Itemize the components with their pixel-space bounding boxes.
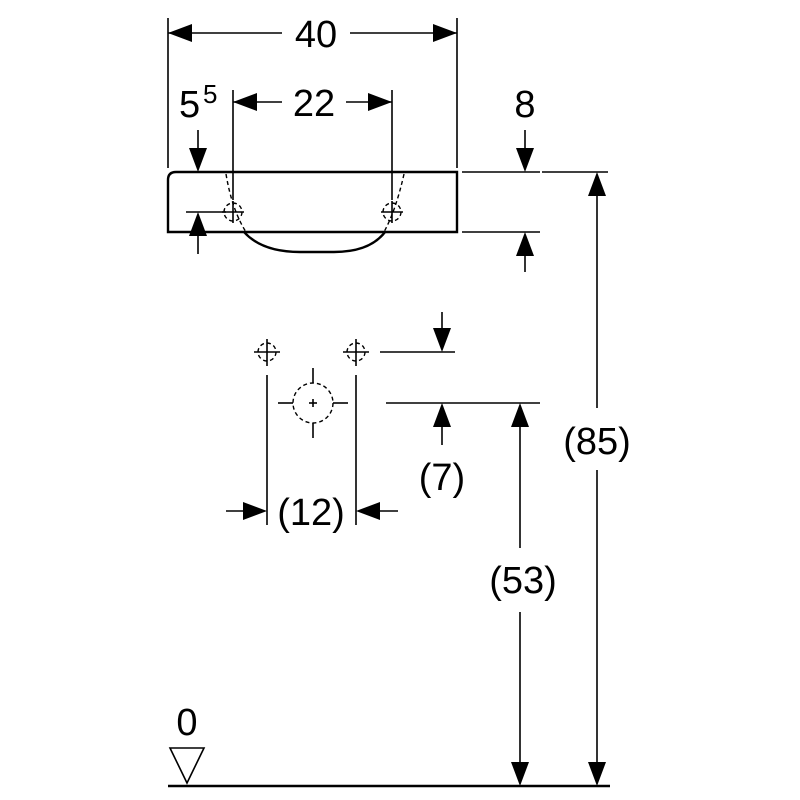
- arrow-up-icon: [433, 403, 451, 427]
- arrow-up-icon: [189, 212, 207, 236]
- dimension-tap-spacing: 22: [232, 83, 393, 200]
- depth-label: 8: [514, 84, 535, 126]
- floor-datum: 0: [168, 702, 610, 788]
- supply-offset-label: (7): [419, 457, 465, 499]
- arrow-right-icon: [368, 93, 392, 111]
- supply-spacing-label: (12): [277, 492, 345, 534]
- dimension-supply-offset: (7): [419, 312, 465, 499]
- arrow-left-icon: [233, 93, 257, 111]
- tap-hole-right: [381, 201, 403, 223]
- basin-outline: [166, 170, 459, 234]
- arrow-down-icon: [516, 148, 534, 172]
- supply-marker-left: [254, 339, 280, 366]
- edge-offset-superscript: 5: [203, 79, 217, 109]
- floor-label: 0: [176, 702, 197, 744]
- basin-top-view: [166, 170, 459, 254]
- arrow-down-icon: [588, 762, 606, 786]
- supply-marker-right: [343, 339, 369, 366]
- arrow-down-icon: [189, 148, 207, 172]
- width-label: 40: [295, 14, 337, 56]
- supply-connections: [254, 339, 455, 366]
- dimension-supply-spacing: (12): [226, 375, 398, 534]
- dimension-depth: 8: [462, 84, 540, 272]
- basin-hidden-bowl: [225, 173, 405, 233]
- arrow-down-icon: [511, 762, 529, 786]
- basin-bowl-curve: [243, 231, 386, 254]
- edge-offset-label: 5: [179, 84, 200, 126]
- drain-marker: [278, 368, 540, 438]
- arrow-left-icon: [168, 24, 192, 42]
- dimension-width: 40: [167, 14, 458, 168]
- drain-height-label: (53): [489, 560, 557, 602]
- tap-spacing-label: 22: [293, 83, 335, 125]
- total-height-label: (85): [563, 421, 631, 463]
- dimension-edge-offset: 5 5: [179, 79, 226, 254]
- arrow-up-icon: [588, 172, 606, 196]
- datum-triangle-icon: [168, 747, 206, 785]
- dimension-total-height: (85): [542, 171, 631, 786]
- arrow-down-icon: [433, 328, 451, 352]
- dimension-drain-height: (53): [489, 403, 557, 786]
- arrow-left-icon: [356, 502, 380, 520]
- arrow-right-icon: [433, 24, 457, 42]
- arrow-up-icon: [511, 403, 529, 427]
- arrow-up-icon: [516, 232, 534, 256]
- arrow-right-icon: [243, 502, 267, 520]
